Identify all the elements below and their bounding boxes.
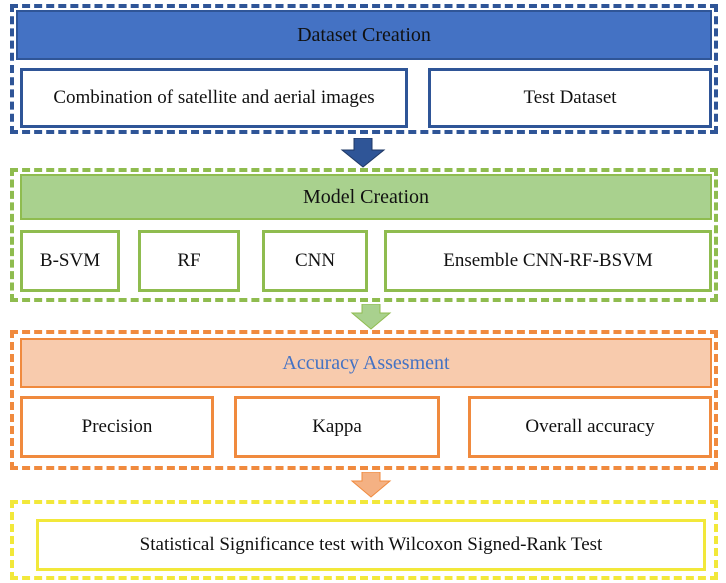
dataset-item-combination: Combination of satellite and aerial imag… xyxy=(20,68,408,128)
model-item-rf: RF xyxy=(138,230,240,292)
dataset-creation-header: Dataset Creation xyxy=(16,10,712,60)
accuracy-item-overall-accuracy: Overall accuracy xyxy=(468,396,712,458)
accuracy-item-kappa: Kappa xyxy=(234,396,440,458)
arrow-down-orange-icon xyxy=(350,472,392,498)
dataset-item-test-dataset: Test Dataset xyxy=(428,68,712,128)
model-item-bsvm: B-SVM xyxy=(20,230,120,292)
arrow-down-blue-icon xyxy=(340,138,386,168)
model-creation-group xyxy=(10,168,718,302)
statistical-test-group xyxy=(10,500,718,580)
arrow-down-green-icon xyxy=(350,304,392,330)
model-creation-header: Model Creation xyxy=(20,174,712,220)
model-item-cnn: CNN xyxy=(262,230,368,292)
accuracy-assessment-group xyxy=(10,330,718,470)
model-item-ensemble: Ensemble CNN-RF-BSVM xyxy=(384,230,712,292)
accuracy-item-precision: Precision xyxy=(20,396,214,458)
dataset-creation-group xyxy=(10,4,718,134)
statistical-test-item: Statistical Significance test with Wilco… xyxy=(36,519,706,571)
accuracy-assessment-header: Accuracy Assesment xyxy=(20,338,712,388)
